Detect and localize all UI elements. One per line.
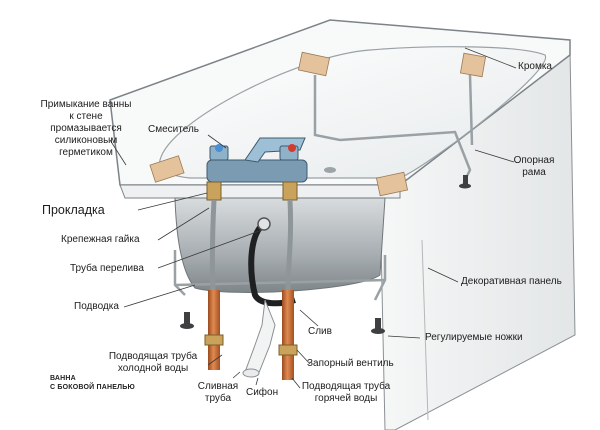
label-opornaya: Опорная рама [510, 155, 558, 179]
label-slivnaya-line2: труба [193, 393, 243, 405]
label-sifon: Сифон [246, 387, 278, 399]
label-holodnaya: Подводящая труба холодной воды [93, 351, 213, 375]
bathtub-caption: ВАННА С БОКОВОЙ ПАНЕЛЬЮ [50, 374, 135, 392]
label-zapornyi: Запорный вентиль [307, 358, 394, 370]
label-primykanie-line5: герметиком [36, 147, 136, 159]
caption-line2: С БОКОВОЙ ПАНЕЛЬЮ [50, 383, 135, 392]
label-goryachaya-line1: Подводящая труба [290, 381, 402, 393]
label-slivnaya-line1: Сливная [193, 381, 243, 393]
label-podvodka: Подводка [74, 301, 119, 313]
label-opornaya-line1: Опорная [510, 155, 558, 167]
label-opornaya-line2: рама [510, 167, 558, 179]
label-primykanie: Примыкание ванны к стене промазывается с… [36, 99, 136, 159]
label-sliv: Слив [308, 326, 332, 338]
siphon [243, 300, 275, 377]
label-reguliruemye: Регулируемые ножки [425, 332, 523, 344]
label-primykanie-line3: промазывается [36, 123, 136, 135]
label-primykanie-line4: силиконовым [36, 135, 136, 147]
label-holodnaya-line1: Подводящая труба [93, 351, 213, 363]
label-slivnaya: Сливная труба [193, 381, 243, 405]
label-primykanie-line2: к стене [36, 111, 136, 123]
label-truba-pereliva: Труба перелива [70, 263, 144, 275]
label-goryachaya-line2: горячей воды [290, 393, 402, 405]
label-goryachaya: Подводящая труба горячей воды [290, 381, 402, 405]
label-kromka: Кромка [518, 61, 552, 73]
caption-line1: ВАННА [50, 374, 135, 383]
label-primykanie-line1: Примыкание ванны [36, 99, 136, 111]
label-smesitel: Смеситель [148, 124, 199, 136]
label-dekorativnaya: Декоративная панель [461, 276, 562, 288]
label-krepezhnaya: Крепежная гайка [61, 234, 140, 246]
label-prokladka: Прокладка [42, 203, 105, 217]
